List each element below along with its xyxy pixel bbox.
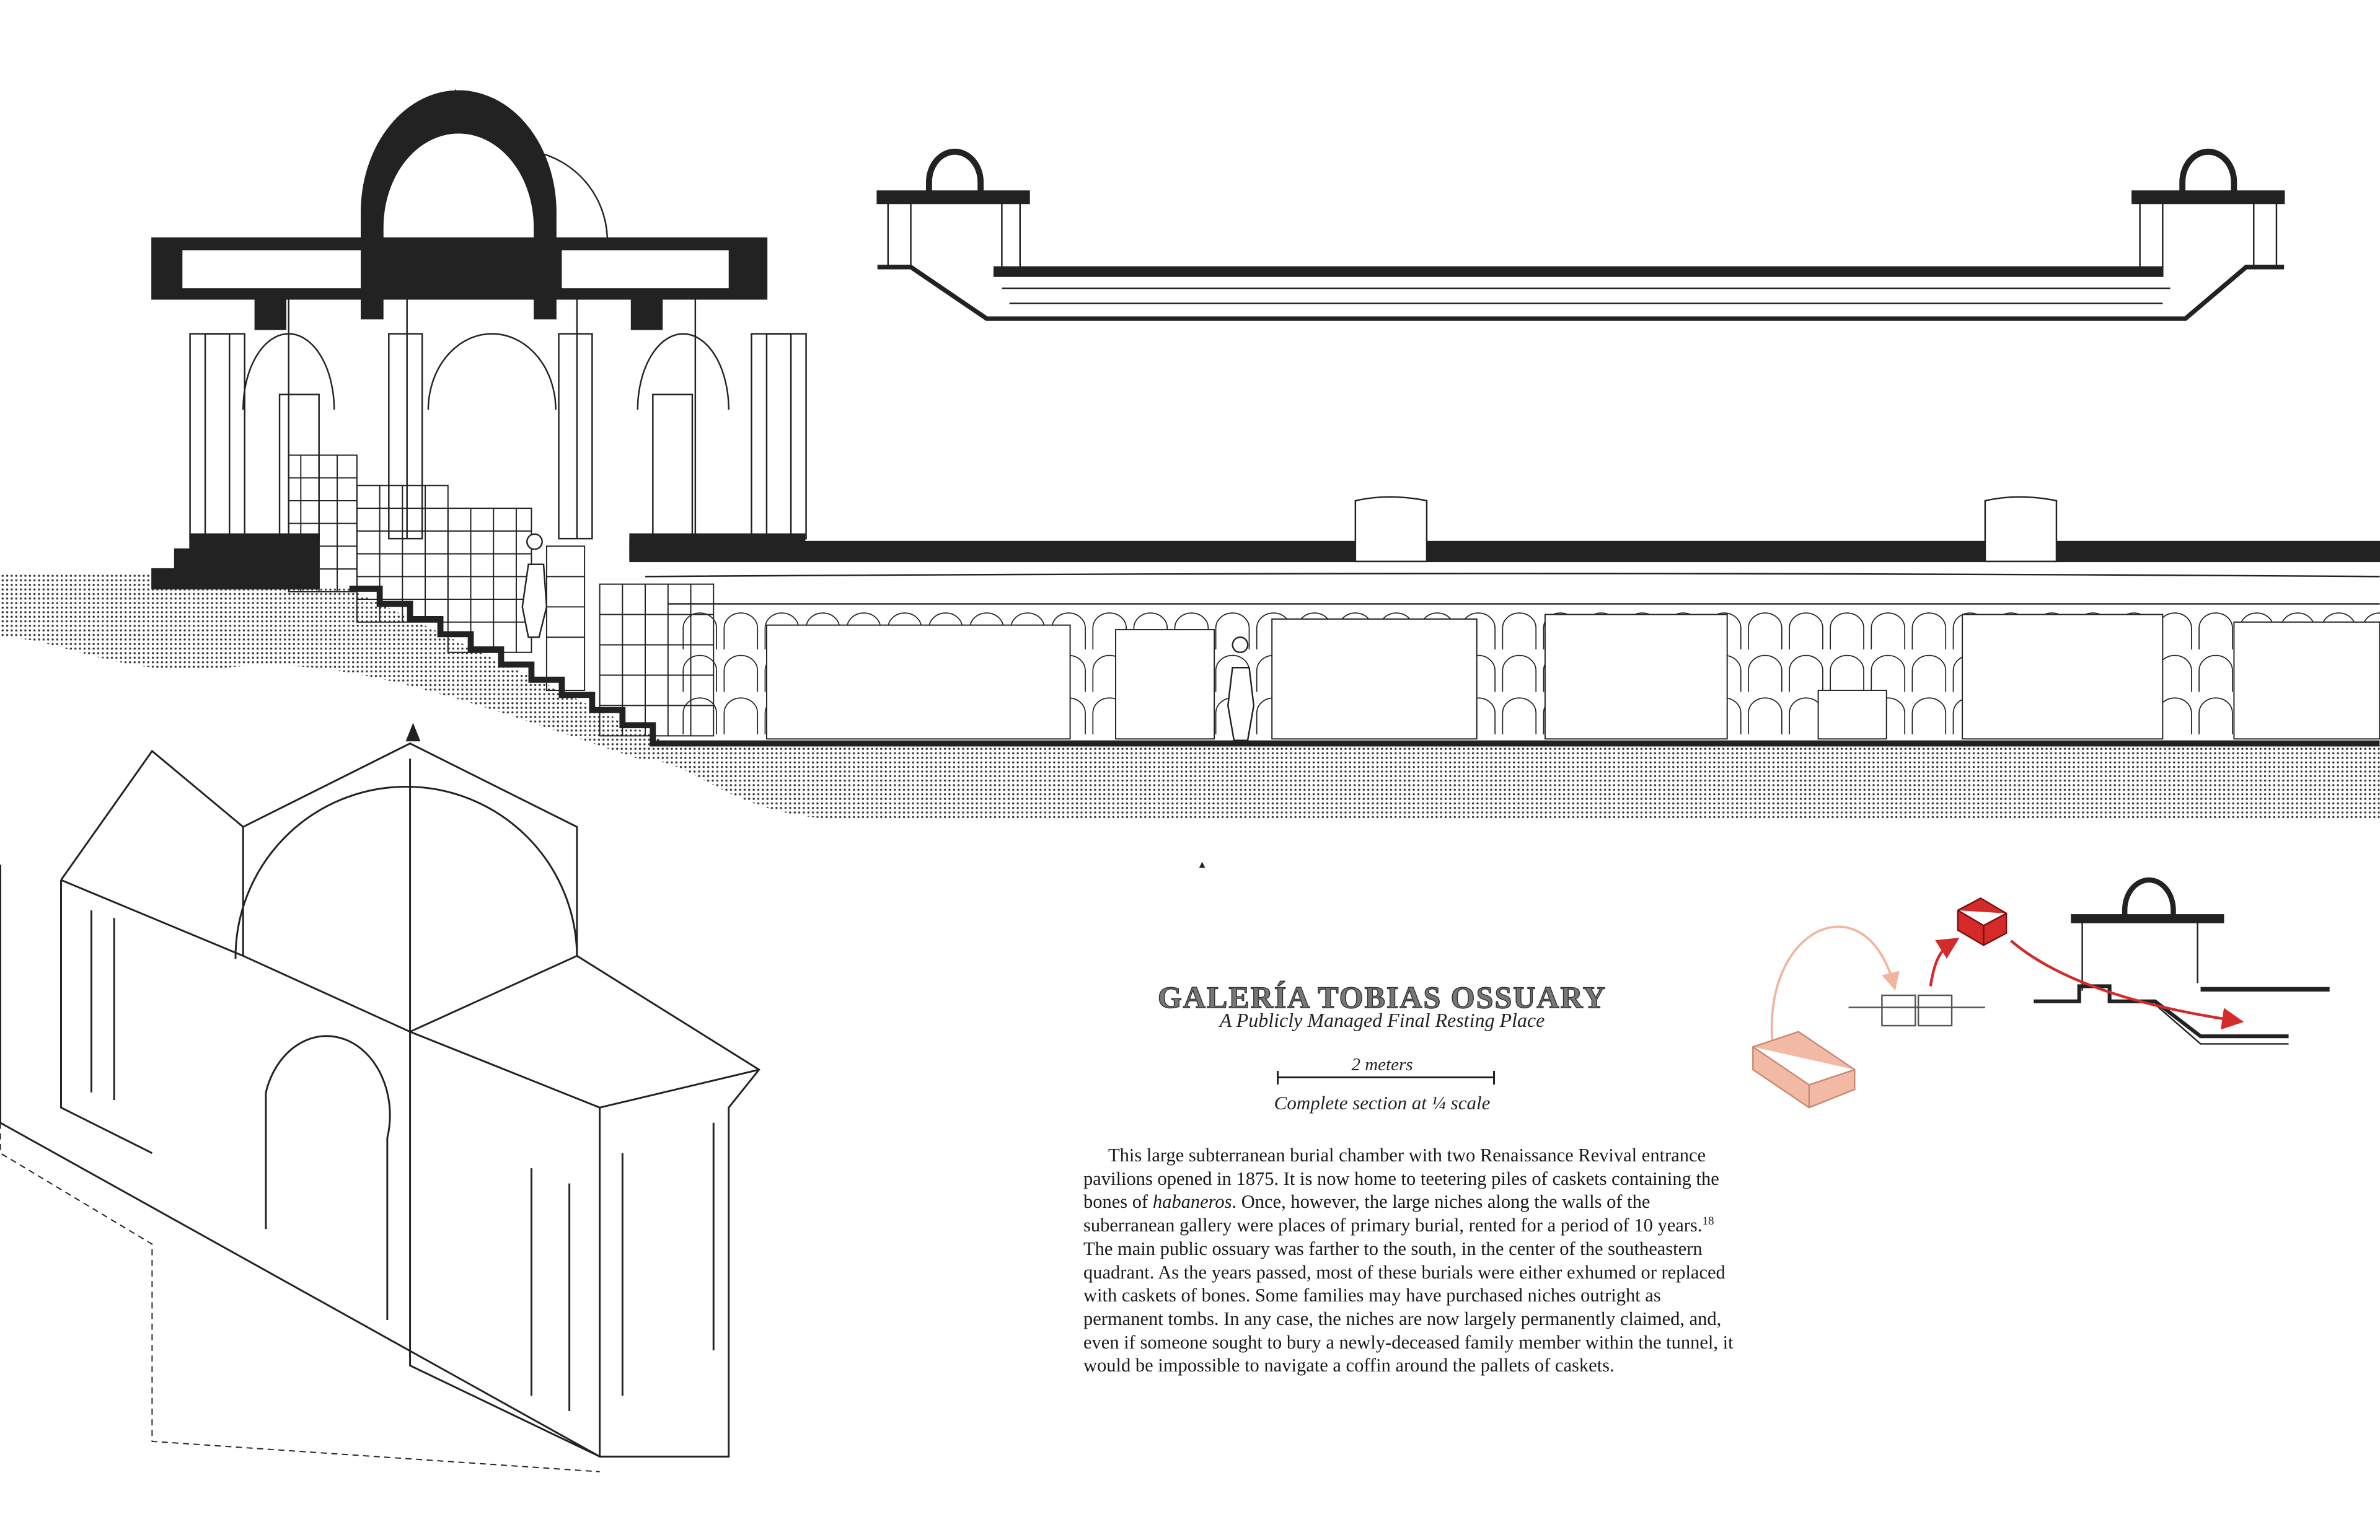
niche-arch: [1748, 654, 1783, 692]
niche-arch: [682, 612, 717, 649]
ground-stipple: [0, 573, 2380, 820]
niche-arch: [1748, 697, 1783, 734]
niche-arch: [1133, 612, 1168, 649]
body-text: . Once, however, the large niches along …: [1083, 1191, 1703, 1236]
niche-arch: [1830, 612, 1864, 649]
niche-arch: [2198, 654, 2233, 692]
casket-stacks: [288, 454, 715, 737]
niche-arch: [1010, 612, 1045, 649]
niche-arch: [1215, 654, 1250, 692]
niche-arch: [723, 697, 759, 734]
niche-arch: [1051, 612, 1086, 649]
long-section: [876, 149, 2285, 321]
niche-arch: [969, 612, 1004, 649]
body-italic: habaneros: [1152, 1191, 1232, 1213]
casket-pallets: [765, 614, 2380, 740]
niche-arch: [1789, 654, 1823, 692]
page-title: GALERÍA TOBIAS OSSUARY: [1157, 979, 1606, 1015]
niche-arch: [887, 612, 922, 649]
niche-arch: [846, 612, 881, 649]
niche-arch: [1174, 612, 1209, 649]
niche-arch: [1502, 612, 1537, 649]
niche-arch: [1871, 612, 1905, 649]
red-casket: [1957, 897, 2008, 946]
body-paragraph: This large subterranean burial chamber w…: [1083, 1144, 1734, 1378]
gallery-section: [629, 496, 2380, 747]
niche-arch: [723, 612, 759, 649]
niche-arch: [1502, 654, 1537, 692]
niche-arch: [1092, 612, 1127, 649]
niche-arch: [1748, 612, 1783, 649]
pink-casket: [1752, 1031, 1856, 1109]
niche-arch: [928, 612, 963, 649]
niche-arch: [1911, 612, 1947, 649]
niche-arch: [1502, 697, 1537, 734]
niche-arch: [2198, 612, 2233, 649]
niche-arch: [805, 612, 840, 649]
niche-arch: [1789, 612, 1823, 649]
body-text: The main public ossuary was farther to t…: [1083, 1238, 1734, 1376]
niche-arch: [1871, 654, 1905, 692]
scale-bar-label: 2 meters: [1351, 1055, 1413, 1075]
niche-arch: [2198, 697, 2233, 734]
process-diagram: [1752, 877, 2330, 1109]
body-text: This large subterranean burial chamber w…: [1083, 1145, 1719, 1213]
footnote-marker: 18: [1702, 1214, 1714, 1228]
niche-arch: [682, 654, 717, 692]
niche-arch: [1830, 654, 1864, 692]
scale-note: Complete section at ¼ scale: [1274, 1092, 1491, 1114]
niche-arch: [1911, 654, 1947, 692]
page-subtitle: A Publicly Managed Final Resting Place: [1219, 1009, 1545, 1031]
axonometric-view: [0, 723, 760, 1472]
figure-silhouette: [1227, 636, 1255, 741]
figure-silhouette: [521, 533, 548, 638]
niche-arch: [682, 697, 717, 734]
pavilion-section: [151, 89, 807, 747]
niche-arch: [1215, 612, 1250, 649]
scale-bar: [1277, 1071, 1495, 1085]
niche-arch: [723, 654, 759, 692]
niche-arch: [1911, 697, 1947, 734]
niche-arch: [764, 612, 800, 649]
